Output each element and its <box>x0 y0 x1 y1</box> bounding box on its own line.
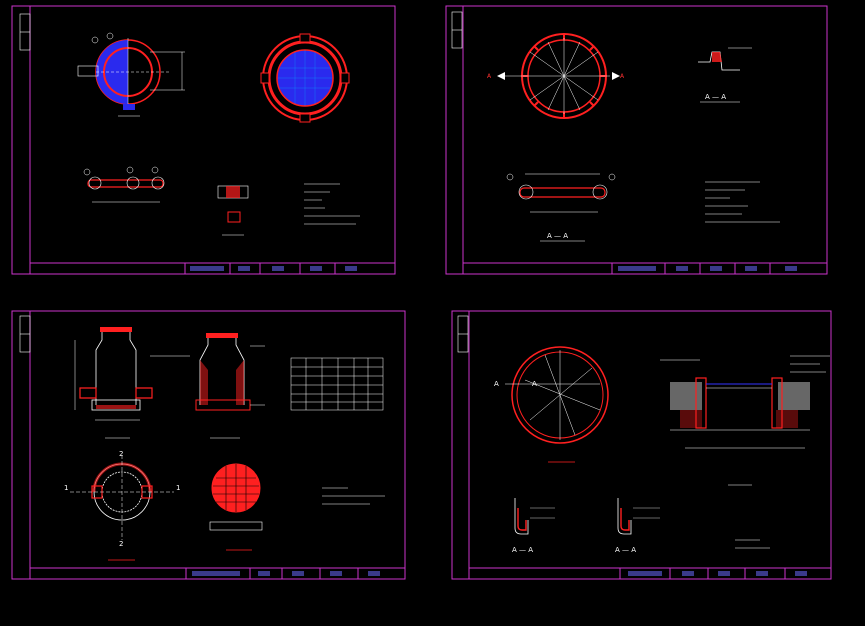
sheet-3-title-block <box>30 567 405 579</box>
sheet-3-marker-2a: 2 <box>119 450 123 458</box>
manhole-cover-plate <box>260 33 350 123</box>
sheet-3-marker-1b: 1 <box>176 484 180 492</box>
sheet-4-ring-plan: A A <box>494 346 609 463</box>
sheet-3-marker-1a: 1 <box>64 484 68 492</box>
sheet-2-section-strip: A — A <box>506 173 616 242</box>
sheet-3-table <box>290 357 384 411</box>
sheet-3-plan: 1 1 2 2 <box>64 450 180 561</box>
sheet-1-border <box>11 5 396 275</box>
sheet-4-section <box>660 355 830 486</box>
sheet-3-marker-2b: 2 <box>119 540 123 548</box>
sheet-4-border <box>451 310 832 580</box>
sheet-4-aa-detail-1: A — A <box>512 498 555 554</box>
sheet-2-detail-label: A — A <box>705 93 726 101</box>
sheet-1-title-block <box>30 262 395 274</box>
sheet-1-elevation-strip <box>83 166 165 203</box>
sheet-2-border <box>445 5 828 275</box>
sheet-3-grating <box>209 463 263 551</box>
section-2-2 <box>195 333 265 439</box>
sheet-2-aa-detail: A — A <box>698 47 752 103</box>
sheet-2: A A A — A A — A <box>445 5 828 275</box>
sheet-1-notes <box>304 183 360 225</box>
sheet-4-detail-label-1: A — A <box>512 546 533 554</box>
manhole-plan-view <box>77 32 185 117</box>
sheet-1 <box>11 5 396 275</box>
sheet-4-section-mark-1: A <box>494 380 499 388</box>
sheet-4-title-block <box>469 567 831 579</box>
sheet-2-title-block <box>463 262 827 274</box>
sheet-4-notes <box>735 539 770 549</box>
sheet-2-marker-left: A <box>487 73 492 80</box>
sheet-4-aa-detail-2: A — A <box>615 498 660 554</box>
sheet-3: 1 1 2 2 <box>11 310 406 580</box>
sheet-3-border <box>11 310 406 580</box>
sheet-2-section-label: A — A <box>547 232 568 240</box>
sheet-1-section-detail <box>217 185 249 236</box>
sheet-2-marker-right: A <box>620 73 625 80</box>
sheet-3-notes <box>322 487 385 505</box>
section-1-1 <box>74 327 190 439</box>
ring-plan-view: A A <box>487 33 625 119</box>
sheet-4-detail-label-2: A — A <box>615 546 636 554</box>
sheet-2-notes <box>705 181 780 223</box>
sheet-4-section-mark-2: A <box>532 380 537 388</box>
sheet-4: A A A — A <box>451 310 832 580</box>
